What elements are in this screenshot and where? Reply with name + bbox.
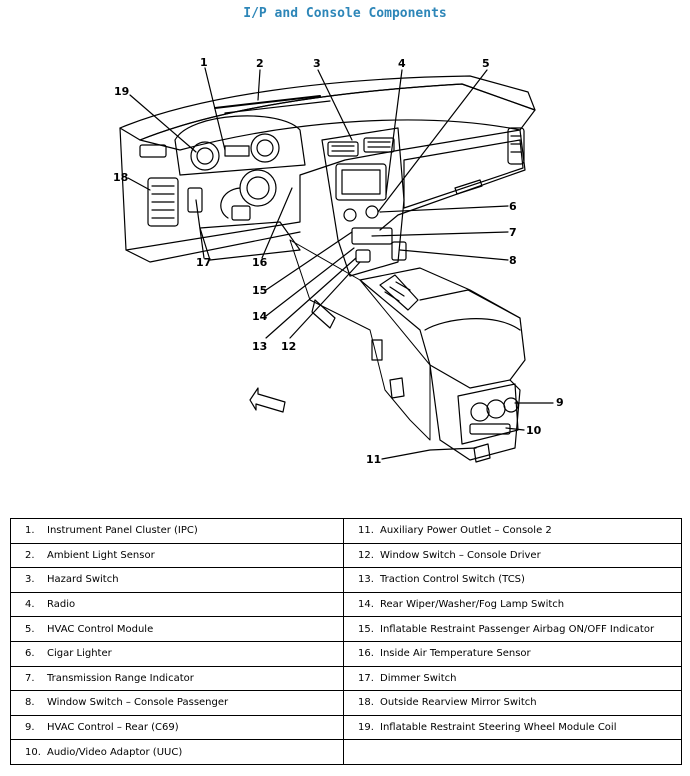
- legend-cell: 2.Ambient Light Sensor: [10, 542, 344, 569]
- legend-row: 9.HVAC Control – Rear (C69) 19.Inflatabl…: [10, 714, 682, 741]
- callout-15: 15: [252, 284, 267, 297]
- legend-cell: 5.HVAC Control Module: [10, 616, 344, 642]
- center-stack: [321, 127, 405, 277]
- callout-4: 4: [398, 57, 406, 70]
- legend-cell: 4.Radio: [10, 591, 344, 618]
- legend-cell: 8.Window Switch – Console Passenger: [10, 690, 344, 716]
- component-legend-table: 1.Instrument Panel Cluster (IPC) 11.Auxi…: [10, 518, 682, 765]
- legend-cell: 19.Inflatable Restraint Steering Wheel M…: [343, 714, 682, 741]
- callout-12: 12: [281, 340, 296, 353]
- legend-cell: 15.Inflatable Restraint Passenger Airbag…: [343, 616, 682, 642]
- legend-cell: 14.Rear Wiper/Washer/Fog Lamp Switch: [343, 591, 682, 618]
- legend-cell: 3.Hazard Switch: [10, 567, 344, 593]
- legend-row: 7.Transmission Range Indicator 17.Dimmer…: [10, 665, 682, 692]
- legend-cell: 13.Traction Control Switch (TCS): [343, 567, 682, 593]
- legend-row: 5.HVAC Control Module 15.Inflatable Rest…: [10, 616, 682, 642]
- callout-14: 14: [252, 310, 268, 323]
- dashboard-top: [119, 75, 536, 141]
- legend-row: 6.Cigar Lighter 16.Inside Air Temperatur…: [10, 640, 682, 667]
- callout-13: 13: [252, 340, 267, 353]
- legend-row: 10.Audio/Video Adaptor (UUC): [10, 739, 682, 765]
- legend-cell: 12.Window Switch – Console Driver: [343, 542, 682, 569]
- legend-cell: 7.Transmission Range Indicator: [10, 665, 344, 692]
- callout-5: 5: [482, 57, 490, 70]
- legend-cell: 9.HVAC Control – Rear (C69): [10, 714, 344, 741]
- legend-row: 3.Hazard Switch 13.Traction Control Swit…: [10, 567, 682, 593]
- callout-10: 10: [526, 424, 542, 437]
- callout-3: 3: [313, 57, 321, 70]
- callout-11: 11: [366, 453, 381, 466]
- legend-row: 8.Window Switch – Console Passenger 18.O…: [10, 690, 682, 716]
- legend-cell: 1.Instrument Panel Cluster (IPC): [10, 518, 344, 544]
- legend-cell: 11.Auxiliary Power Outlet – Console 2: [343, 518, 682, 544]
- legend-cell: 18.Outside Rearview Mirror Switch: [343, 690, 682, 716]
- component-diagram: 1 2 3 4 5 6 7 8 9 10 11 12 13 14 15 16 1…: [0, 30, 690, 492]
- legend-cell-empty: [343, 739, 682, 765]
- radio-unit: [335, 163, 387, 201]
- page-title: I/P and Console Components: [243, 6, 447, 21]
- callout-1: 1: [200, 56, 208, 69]
- callout-16: 16: [252, 256, 268, 269]
- legend-row: 4.Radio 14.Rear Wiper/Washer/Fog Lamp Sw…: [10, 591, 682, 618]
- floor-console: [359, 267, 526, 389]
- legend-cell: 6.Cigar Lighter: [10, 640, 344, 667]
- callout-17: 17: [196, 256, 211, 269]
- legend-row: 1.Instrument Panel Cluster (IPC) 11.Auxi…: [10, 518, 682, 544]
- legend-row: 2.Ambient Light Sensor 12.Window Switch …: [10, 542, 682, 569]
- callout-6: 6: [509, 200, 517, 213]
- callout-9: 9: [556, 396, 564, 409]
- callout-19: 19: [114, 85, 129, 98]
- callout-8: 8: [509, 254, 517, 267]
- cluster-hood: [174, 115, 306, 176]
- callout-7: 7: [509, 226, 517, 239]
- legend-cell: 10.Audio/Video Adaptor (UUC): [10, 739, 344, 765]
- callout-18: 18: [113, 171, 128, 184]
- legend-cell: 16.Inside Air Temperature Sensor: [343, 640, 682, 667]
- forward-arrow: [249, 387, 286, 413]
- callout-2: 2: [256, 57, 264, 70]
- legend-cell: 17.Dimmer Switch: [343, 665, 682, 692]
